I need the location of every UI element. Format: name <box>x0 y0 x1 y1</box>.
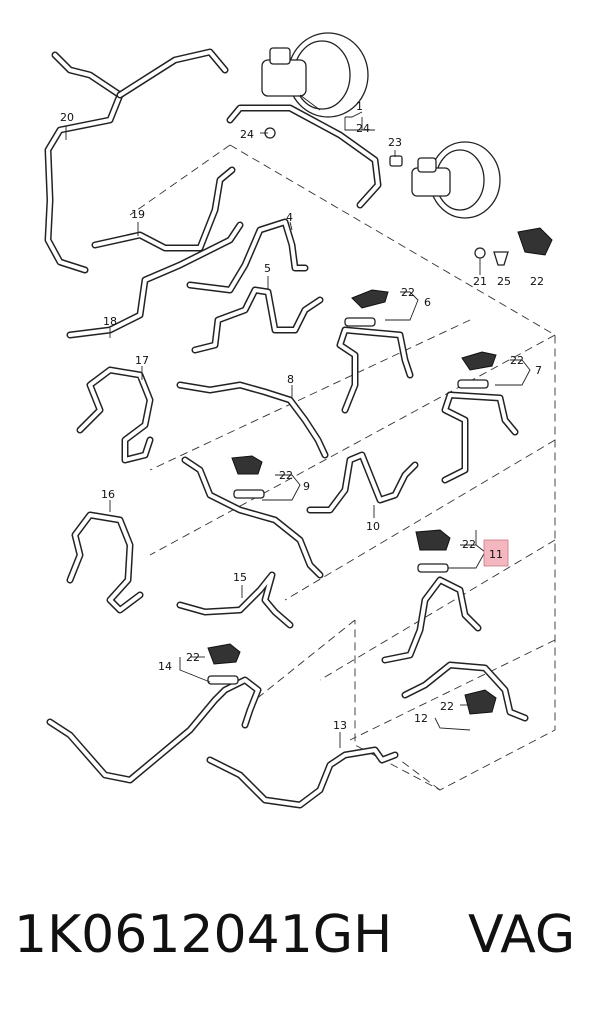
hose-1 <box>226 104 382 209</box>
callout-5: 5 <box>264 262 271 275</box>
sensor-22-b <box>457 351 497 389</box>
sensor-22-a <box>344 289 389 327</box>
callout-6: 6 <box>424 296 431 309</box>
callout-11-highlight <box>483 539 509 567</box>
callout-8: 8 <box>287 373 294 386</box>
hose-8 <box>176 381 329 459</box>
sensor-22-e <box>207 643 241 685</box>
callout-13: 13 <box>333 719 347 732</box>
hose-7 <box>441 391 519 484</box>
sensor-22-c <box>231 455 265 499</box>
callout-23: 23 <box>388 136 402 149</box>
callout-12: 12 <box>414 712 428 725</box>
callout-10: 10 <box>366 520 380 533</box>
hose-10 <box>306 451 419 514</box>
callout-24-a: 24 <box>356 122 370 135</box>
callout-22-c: 22 <box>279 469 293 482</box>
callout-25: 25 <box>497 275 511 288</box>
callout-4: 4 <box>286 211 293 224</box>
assembly-boundary <box>129 144 556 791</box>
hose-4 <box>186 218 309 294</box>
callout-labels: 1 24 24 23 20 19 4 21 25 22 5 22 6 18 17… <box>60 100 544 732</box>
part-number: 1K0612041GH <box>14 905 393 965</box>
callout-22-e: 22 <box>186 651 200 664</box>
callout-7: 7 <box>535 364 542 377</box>
callout-9: 9 <box>303 480 310 493</box>
callout-22-d: 22 <box>462 538 476 551</box>
callout-22-b: 22 <box>510 354 524 367</box>
callout-15: 15 <box>233 571 247 584</box>
hose-13 <box>206 746 399 809</box>
callout-20: 20 <box>60 111 74 124</box>
callout-14: 14 <box>158 660 172 673</box>
callout-22-a: 22 <box>401 286 415 299</box>
callout-19: 19 <box>131 208 145 221</box>
hose-6 <box>336 326 414 414</box>
sensor-22-d <box>415 529 451 573</box>
callout-21: 21 <box>473 275 487 288</box>
callout-17: 17 <box>135 354 149 367</box>
hose-17 <box>76 366 154 464</box>
hose-9 <box>181 456 324 579</box>
leader-lines <box>65 111 531 748</box>
hose-19 <box>91 166 236 252</box>
clip-23 <box>389 155 403 167</box>
vacuum-hose-exploded-diagram: 1 24 24 23 20 19 4 21 25 22 5 22 6 18 17… <box>44 32 556 809</box>
callout-18: 18 <box>103 315 117 328</box>
callout-22-g: 22 <box>530 275 544 288</box>
callout-11: 11 <box>489 548 503 561</box>
clip-25 <box>493 251 509 266</box>
hose-11 <box>381 576 482 664</box>
hose-20 <box>44 48 229 274</box>
sensor-22-f <box>464 689 497 715</box>
hose-14 <box>46 676 262 784</box>
brake-booster-top <box>261 32 369 118</box>
sensor-22-g <box>517 227 553 256</box>
caption: 1K0612041GH VAG <box>0 905 600 975</box>
brand: VAG <box>468 905 576 965</box>
hose-5 <box>191 286 324 354</box>
callout-24-b: 24 <box>240 128 254 141</box>
callout-16: 16 <box>101 488 115 501</box>
brake-booster-lower <box>411 141 501 219</box>
hose-15 <box>176 571 294 629</box>
callout-22-f: 22 <box>440 700 454 713</box>
bolt-21 <box>474 247 486 275</box>
hose-12 <box>401 661 529 722</box>
hose-16 <box>66 511 144 614</box>
callout-1: 1 <box>356 100 363 113</box>
